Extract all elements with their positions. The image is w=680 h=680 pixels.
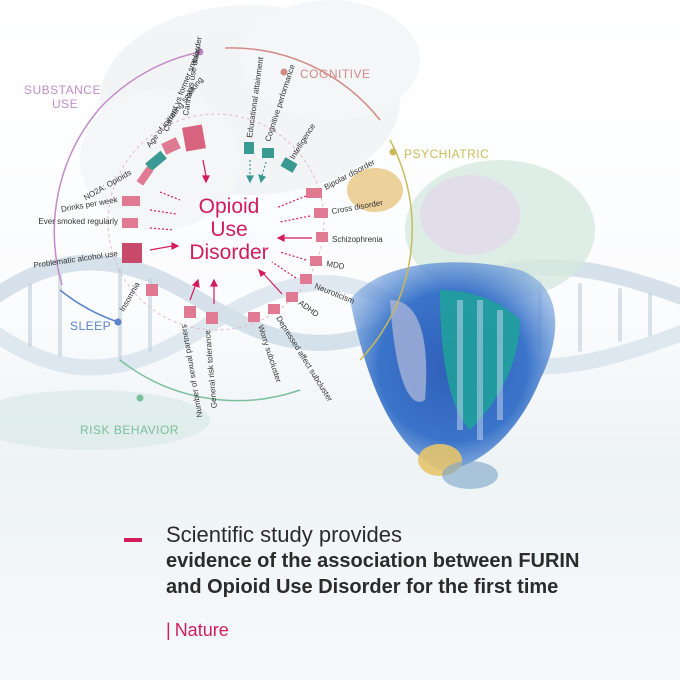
inner-ring — [107, 113, 325, 331]
label-adhd: ADHD — [297, 298, 321, 319]
headline-line3: and Opioid Use Disorder for the first ti… — [166, 576, 559, 598]
trait-bars — [122, 124, 328, 324]
bar-worry — [248, 312, 260, 322]
source-divider: | — [166, 620, 171, 640]
headline: Scientific study provides evidence of th… — [166, 522, 666, 600]
bar-adhd — [286, 292, 298, 302]
label-ever-smoked: Ever smoked regularly — [38, 217, 118, 226]
category-psychiatric: PSYCHIATRIC — [404, 147, 489, 161]
protein-structure — [347, 160, 595, 489]
source: |Nature — [166, 620, 229, 641]
glow — [0, 390, 210, 450]
bar-schizo — [316, 232, 328, 242]
label-risk-tol: General risk tolerance — [203, 329, 219, 408]
bar-depressed — [268, 304, 280, 314]
bar-cross — [314, 208, 328, 218]
bar-cog-perf — [262, 148, 274, 158]
category-substance-line1: SUBSTANCE — [24, 83, 101, 97]
accent-dash — [124, 538, 142, 542]
bar-risk-tol — [206, 312, 218, 324]
bar-partners — [184, 306, 196, 318]
category-labels: SUBSTANCE USE COGNITIVE PSYCHIATRIC SLEE… — [24, 67, 489, 437]
center-line2: Use — [210, 218, 247, 241]
bar-cannabis — [182, 124, 206, 152]
bar-intelligence — [280, 157, 298, 173]
bar-ever-smoked — [122, 218, 138, 228]
bar-drinks — [122, 196, 140, 206]
headline-line1: Scientific study provides — [166, 522, 402, 547]
bar-alcohol — [122, 243, 142, 263]
bar-age-smoking — [145, 150, 167, 172]
label-depressed: Depressed affect subcluster — [274, 314, 334, 403]
headline-line2: evidence of the association between FURI… — [166, 550, 580, 572]
bar-bipolar — [306, 188, 322, 198]
center-line1: Opioid — [199, 195, 260, 218]
bar-current-smoker — [161, 137, 181, 155]
bar-neuroticism — [300, 274, 312, 284]
category-substance-line2: USE — [52, 97, 78, 111]
association-arrows — [149, 159, 312, 304]
category-arcs — [53, 47, 413, 402]
cognitive-arrows — [246, 160, 267, 184]
bar-education — [244, 142, 254, 154]
bar-insomnia — [146, 284, 158, 296]
category-sleep: SLEEP — [70, 319, 111, 333]
label-schizo: Schizophrenia — [332, 235, 383, 244]
label-mdd: MDD — [326, 259, 346, 271]
center-line3: Disorder — [189, 241, 268, 264]
center-title: Opioid Use Disorder — [189, 195, 268, 264]
bar-no2a — [136, 166, 154, 186]
bar-mdd — [310, 256, 322, 266]
source-label: Nature — [174, 620, 229, 640]
category-risk-behavior: RISK BEHAVIOR — [80, 423, 179, 437]
category-cognitive: COGNITIVE — [300, 67, 371, 81]
